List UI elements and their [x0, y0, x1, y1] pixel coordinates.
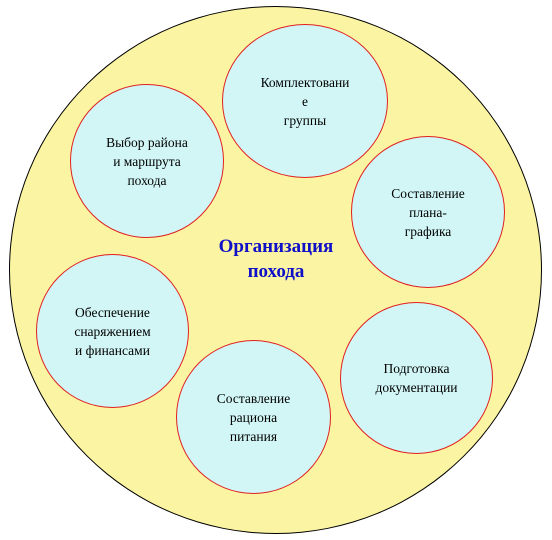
node-documents: Подготовка документации [340, 302, 493, 454]
diagram-title: Организация похода [176, 234, 376, 284]
node-team: Комплектовани е группы [222, 24, 388, 178]
node-schedule: Составление плана- графика [351, 136, 505, 288]
node-documents-label: Подготовка документации [375, 361, 458, 395]
node-route-label: Выбор района и маршрута похода [106, 134, 188, 188]
node-diet-label: Составление рациона питания [216, 390, 291, 444]
node-route: Выбор района и маршрута похода [70, 84, 224, 238]
node-equipment: Обеспечение снаряжением и финансами [36, 254, 189, 408]
node-schedule-label: Составление плана- графика [391, 185, 465, 239]
diagram-title-line-1: Организация [218, 236, 334, 257]
diagram-title-line-2: похода [247, 261, 305, 282]
node-team-label: Комплектовани е группы [260, 74, 350, 128]
node-diet: Составление рациона питания [176, 340, 331, 494]
node-equipment-label: Обеспечение снаряжением и финансами [74, 304, 151, 358]
